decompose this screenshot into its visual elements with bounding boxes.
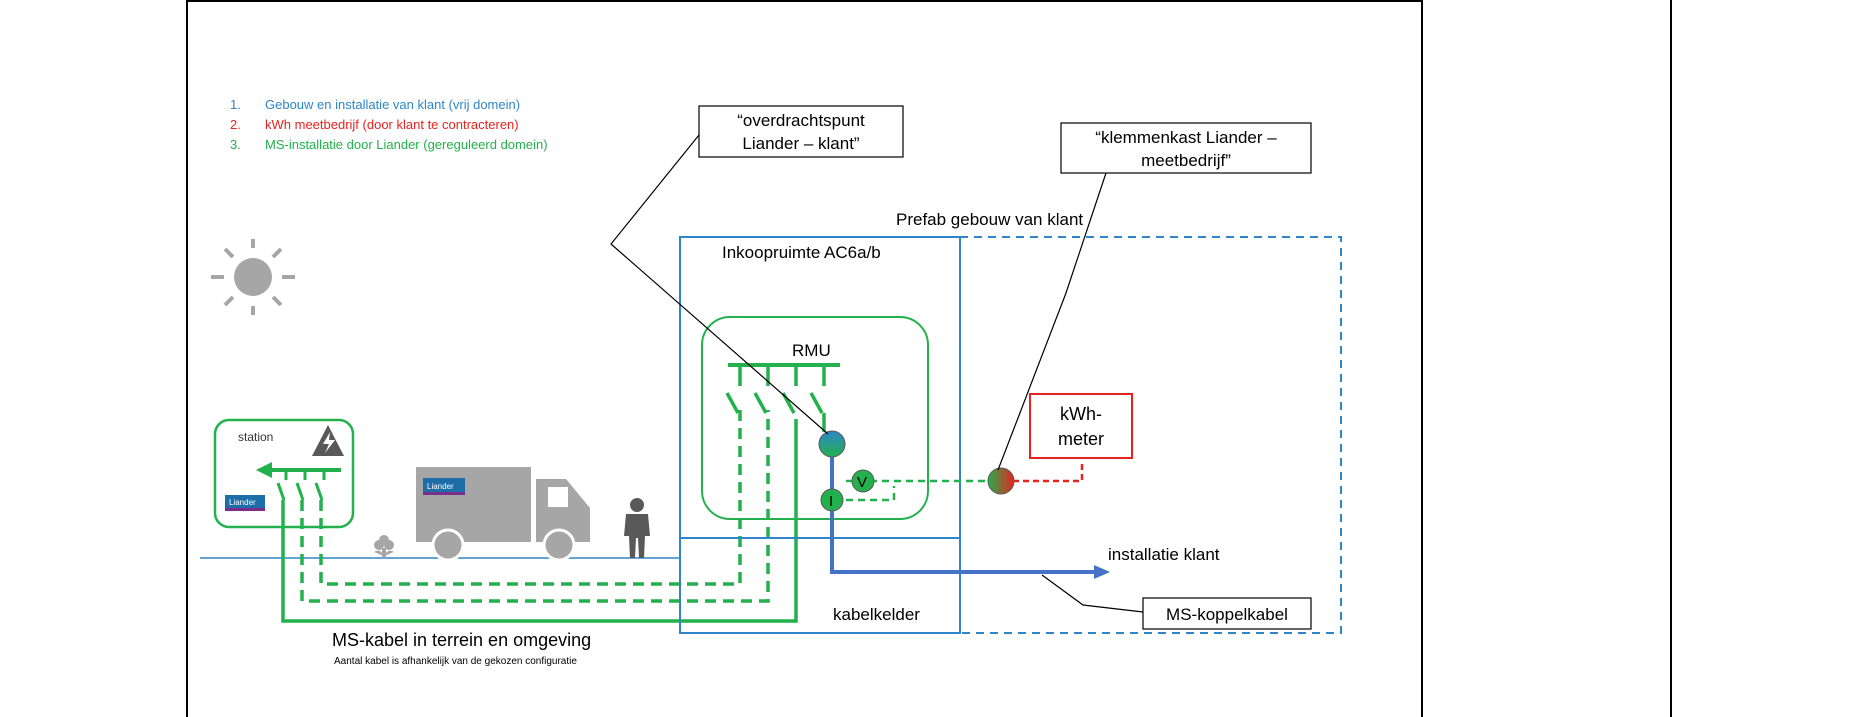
table-border-middle	[1421, 0, 1423, 717]
legend-number-2: 2.	[230, 117, 241, 132]
legend-item-3: MS-installatie door Liander (gereguleerd…	[265, 137, 548, 152]
svg-text:MS-koppelkabel: MS-koppelkabel	[1166, 605, 1288, 624]
voltage-meter-node: V	[851, 469, 875, 493]
rmu: RMU	[701, 316, 929, 520]
flower-icon	[374, 535, 394, 558]
table-border-top	[186, 0, 1422, 2]
inkoopruimte-box: Inkoopruimte AC6a/b kabelkelder	[679, 236, 961, 634]
legend: 1. Gebouw en installatie van klant (vrij…	[230, 97, 548, 152]
klemmenkast-callout: “klemmenkast Liander – meetbedrijf”	[997, 122, 1312, 471]
high-voltage-warning-icon	[312, 425, 344, 456]
station-label: station	[238, 430, 273, 444]
ms-kabel-sublabel: Aantal kabel is afhankelijk van de gekoz…	[334, 656, 577, 667]
prefab-label: Prefab gebouw van klant	[896, 210, 1083, 229]
prefab-building: Prefab gebouw van klant	[896, 210, 1342, 634]
svg-text:“overdrachtspunt: “overdrachtspunt	[737, 111, 865, 130]
overdrachtspunt-callout: “overdrachtspunt Liander – klant”	[610, 105, 904, 435]
inkoopruimte-label: Inkoopruimte AC6a/b	[722, 243, 881, 262]
legend-item-2: kWh meetbedrijf (door klant te contracte…	[265, 117, 519, 132]
kabelkelder-label: kabelkelder	[833, 605, 920, 624]
table-border-left	[186, 0, 188, 717]
liander-logo: Liander	[423, 478, 465, 495]
kwh-meter-link	[1013, 460, 1084, 483]
table-border-right	[1670, 0, 1672, 717]
legend-number-1: 1.	[230, 97, 241, 112]
svg-text:“klemmenkast Liander –: “klemmenkast Liander –	[1095, 128, 1277, 147]
svg-text:Liander – klant”: Liander – klant”	[742, 134, 860, 153]
station: station Liander	[213, 418, 355, 529]
sun-icon	[211, 239, 295, 315]
svg-text:meetbedrijf”: meetbedrijf”	[1141, 151, 1231, 170]
current-meter-node: I	[820, 488, 844, 512]
klemmenkast-node	[987, 467, 1015, 495]
svg-text:Liander: Liander	[427, 482, 454, 491]
ms-kabel-label: MS-kabel in terrein en omgeving	[332, 630, 591, 650]
rmu-label: RMU	[792, 341, 831, 360]
svg-text:kWh-: kWh-	[1060, 404, 1102, 424]
svg-text:I: I	[829, 493, 833, 510]
liander-logo: Liander	[225, 495, 265, 511]
ms-koppelkabel-callout: MS-koppelkabel	[1041, 574, 1312, 630]
svg-text:Liander: Liander	[229, 498, 256, 507]
legend-number-3: 3.	[230, 137, 241, 152]
person-icon	[624, 498, 650, 558]
svg-text:V: V	[857, 474, 867, 491]
installatie-klant-label: installatie klant	[1108, 545, 1220, 564]
truck-icon: Liander	[416, 467, 590, 562]
svg-text:meter: meter	[1058, 429, 1104, 449]
legend-item-1: Gebouw en installatie van klant (vrij do…	[265, 97, 520, 112]
overdrachtspunt-node	[818, 430, 846, 458]
ms-koppelkabel-route	[830, 455, 1110, 579]
kwh-meter-box: kWh- meter	[1029, 393, 1133, 459]
